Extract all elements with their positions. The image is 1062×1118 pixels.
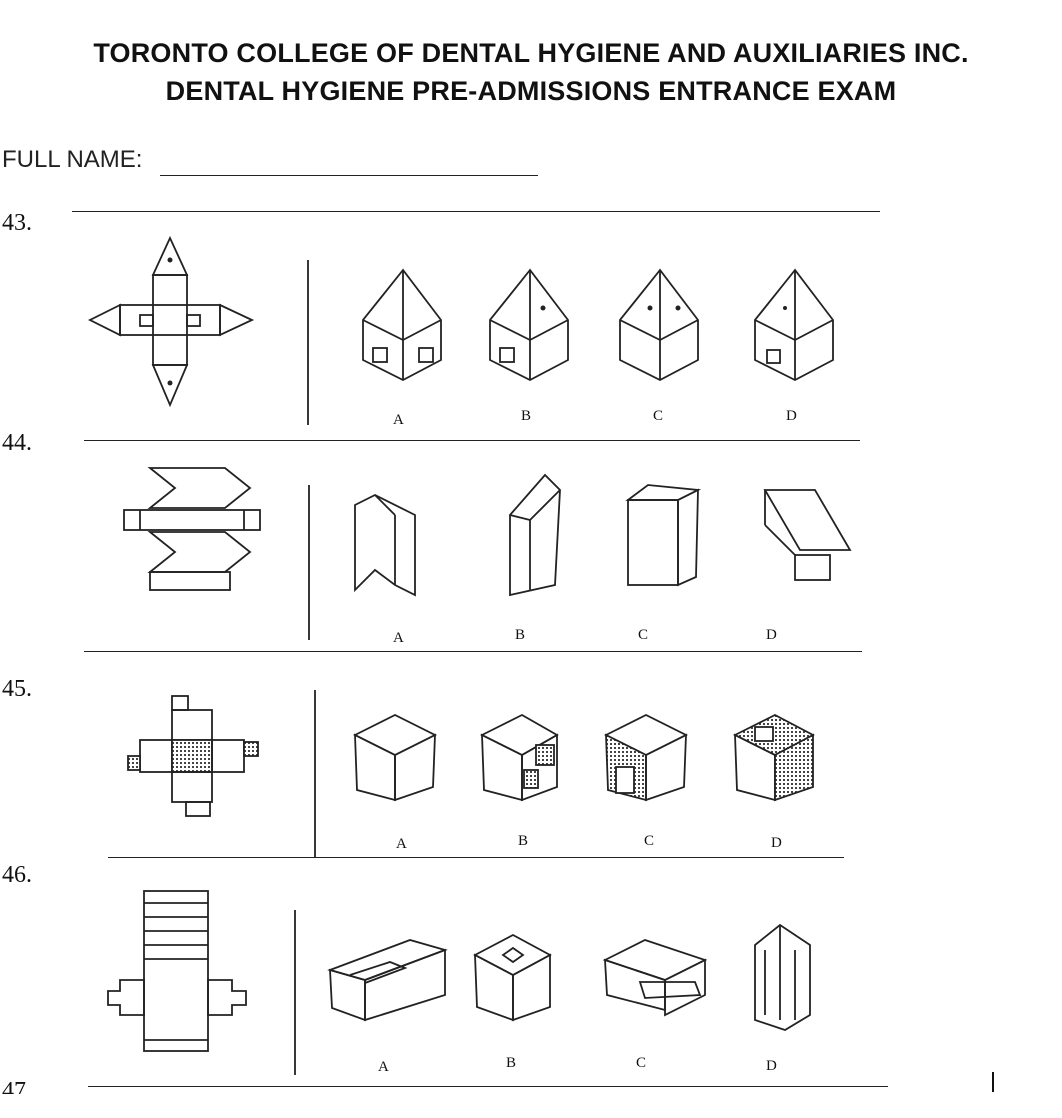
question-44-option-b[interactable]: B	[515, 627, 526, 643]
question-43-figure	[87, 235, 834, 425]
question-45-figure	[127, 690, 815, 858]
question-44-option-d[interactable]: D	[766, 627, 777, 643]
question-46-option-a[interactable]: A	[378, 1059, 389, 1075]
question-46-option-d[interactable]: D	[766, 1058, 777, 1074]
question-44-number: 44.	[2, 430, 32, 456]
question-46-number: 46.	[2, 862, 32, 888]
question-46-figure	[107, 890, 811, 1075]
question-44-figure	[123, 467, 852, 640]
question-46-option-c[interactable]: C	[636, 1055, 647, 1071]
question-43-option-d[interactable]: D	[786, 408, 797, 424]
question-44-bottom-rule	[84, 651, 862, 652]
question-44-option-c[interactable]: C	[638, 627, 649, 643]
text-cursor	[992, 1072, 994, 1092]
exam-title-subtitle: DENTAL HYGIENE PRE-ADMISSIONS ENTRANCE E…	[165, 76, 897, 106]
exam-title-college: TORONTO COLLEGE OF DENTAL HYGIENE AND AU…	[93, 38, 969, 68]
question-47-number-partial: 47.	[2, 1078, 32, 1094]
question-45-bottom-rule	[108, 857, 844, 858]
question-45-option-c[interactable]: C	[644, 833, 655, 849]
full-name-label: FULL NAME:	[2, 146, 143, 173]
question-45-option-d[interactable]: D	[771, 835, 782, 851]
question-46-bottom-rule	[88, 1086, 888, 1087]
question-43-option-a[interactable]: A	[393, 412, 404, 428]
question-45-option-a[interactable]: A	[396, 836, 407, 852]
question-45-option-b[interactable]: B	[518, 833, 529, 849]
question-43-top-rule	[72, 211, 880, 212]
question-43-option-b[interactable]: B	[521, 408, 532, 424]
question-46-option-b[interactable]: B	[506, 1055, 517, 1071]
question-45-number: 45.	[2, 676, 32, 702]
question-44-option-a[interactable]: A	[393, 630, 404, 646]
full-name-field[interactable]	[160, 175, 538, 176]
question-43-option-c[interactable]: C	[653, 408, 664, 424]
question-43-number: 43.	[2, 210, 32, 236]
question-44-top-rule	[84, 440, 860, 441]
